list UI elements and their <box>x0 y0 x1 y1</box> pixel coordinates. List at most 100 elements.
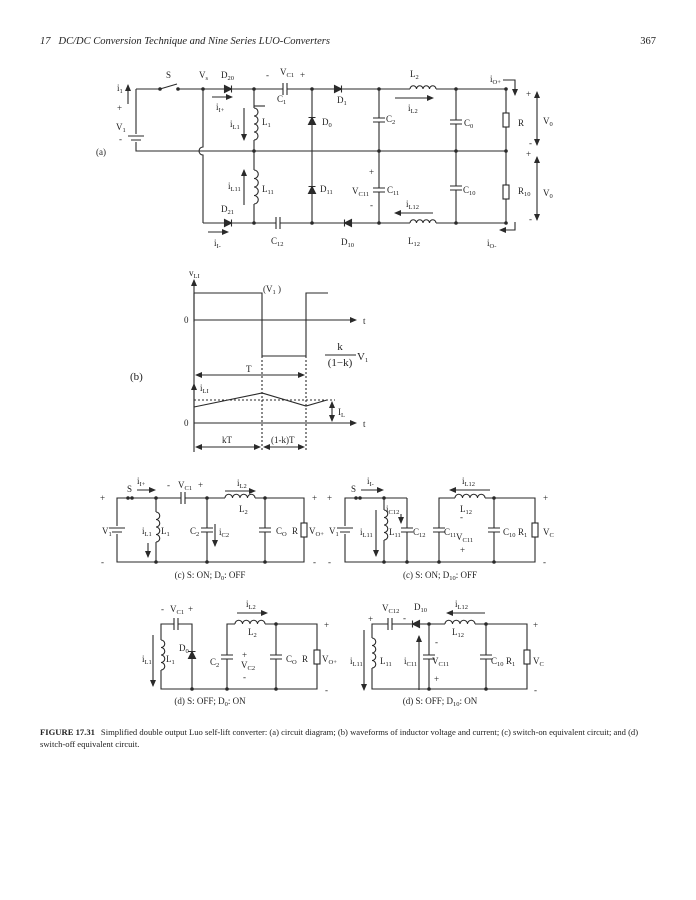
label-subscript: 1 <box>268 122 271 129</box>
wire-gap <box>272 655 280 659</box>
label-text: i <box>142 526 145 536</box>
label-text: - <box>435 637 438 647</box>
label-subscript: I+ <box>219 107 225 114</box>
label-text: R <box>292 526 298 536</box>
label-r: R <box>518 118 524 128</box>
junction-dot <box>427 622 431 626</box>
label-subscript: 0 <box>225 701 228 708</box>
label-plus: + <box>368 614 373 624</box>
junction-dot <box>205 496 209 500</box>
label-text: i <box>406 199 409 209</box>
label-text: L <box>410 69 416 79</box>
label-subscript: L <box>341 412 345 419</box>
capacitor-symbol <box>373 187 385 193</box>
label-text: - <box>325 685 328 695</box>
label-subscript: 12 <box>277 241 284 248</box>
label-text: D <box>179 643 186 653</box>
chapter-number: 17 <box>40 36 51 47</box>
label-text: D <box>341 237 348 247</box>
label-text: V <box>456 532 463 542</box>
wire-gap <box>181 494 185 502</box>
junction-dot <box>377 221 381 225</box>
label-il11: iL11 <box>360 527 373 539</box>
label-caption: (c) S: ON; D10: OFF <box>403 570 477 582</box>
junction-dot <box>382 496 386 500</box>
label-subscript: 11 <box>395 532 401 539</box>
label-minus: - <box>243 672 246 682</box>
junction-dot <box>154 496 158 500</box>
label-iip: iI+ <box>137 476 146 488</box>
label-subscript: O <box>292 659 297 666</box>
junction-dot <box>358 496 362 500</box>
diode-symbol <box>343 218 353 228</box>
label-text: - <box>460 512 463 522</box>
junction-dot <box>310 87 314 91</box>
label-il1: iL1 <box>230 119 240 131</box>
wire-gap <box>410 88 436 91</box>
label-plus: + <box>312 493 317 503</box>
wire <box>135 89 506 152</box>
junction-dot <box>504 221 508 225</box>
label-text: i <box>142 654 145 664</box>
label-text: - <box>529 138 532 148</box>
label-text: i <box>350 656 353 666</box>
label-minus: - <box>328 557 331 567</box>
label-il11: iL11 <box>228 181 241 193</box>
capacitor-symbol <box>270 654 282 660</box>
inductor-symbol <box>253 169 259 205</box>
junction-dot <box>225 687 229 691</box>
label-zero: 0 <box>184 315 189 325</box>
label-ili: iLI <box>200 383 209 395</box>
label-l11: L11 <box>389 527 401 539</box>
label-subscript: L11 <box>353 661 363 668</box>
label-subscript: 11 <box>450 532 456 539</box>
diode-symbol <box>223 84 233 94</box>
capacitor-symbol <box>173 618 179 630</box>
running-header: 17 DC/DC Conversion Technique and Nine Se… <box>40 36 338 47</box>
label-v1: V1 <box>357 351 368 364</box>
label-den: (1−k) <box>328 357 353 369</box>
label-text: V <box>178 480 185 490</box>
wire <box>198 89 204 223</box>
label-text: + <box>460 545 465 555</box>
junction-dot <box>126 496 130 500</box>
label-text: L <box>380 656 386 666</box>
wire-gap <box>160 86 178 92</box>
junction-dot <box>158 87 162 91</box>
label-text: i <box>404 656 407 666</box>
label-subscript: O+ <box>316 531 325 538</box>
junction-dot <box>454 87 458 91</box>
inductor-symbol <box>444 619 476 625</box>
junction-dot <box>176 87 180 91</box>
chapter-title: DC/DC Conversion Technique and Nine Seri… <box>58 36 330 47</box>
label-text: R <box>302 654 308 664</box>
label-plus: + <box>324 620 329 630</box>
label-text: L <box>239 504 245 514</box>
junction-dot <box>201 87 205 91</box>
label-minus: - <box>313 557 316 567</box>
label-r: R <box>292 526 298 536</box>
battery-symbol <box>337 527 353 533</box>
label-text: C <box>190 526 196 536</box>
capacitor-symbol <box>373 117 385 123</box>
label-text: - <box>161 604 164 614</box>
label-text: L <box>408 236 414 246</box>
label-text: L <box>460 504 466 514</box>
resistor-symbol <box>502 184 510 200</box>
label-text: + <box>100 493 105 503</box>
label-s: S <box>127 484 132 494</box>
label-text: + <box>300 70 305 80</box>
label-d11: D11 <box>320 184 333 196</box>
label-s: S <box>351 484 356 494</box>
wire-gap <box>452 186 460 190</box>
label-text: k <box>337 341 343 353</box>
wire-gap <box>342 526 348 534</box>
label-c10: C10 <box>491 656 504 668</box>
label-il2: iL2 <box>237 478 247 490</box>
label-text: (c) S: ON; D <box>403 570 450 580</box>
label-subscript: C1 <box>287 72 295 79</box>
label-vc11: VC11 <box>456 532 473 544</box>
label-subscript: L11 <box>231 186 241 193</box>
label-subscript: O <box>282 531 287 538</box>
label-c1: C1 <box>277 94 286 106</box>
